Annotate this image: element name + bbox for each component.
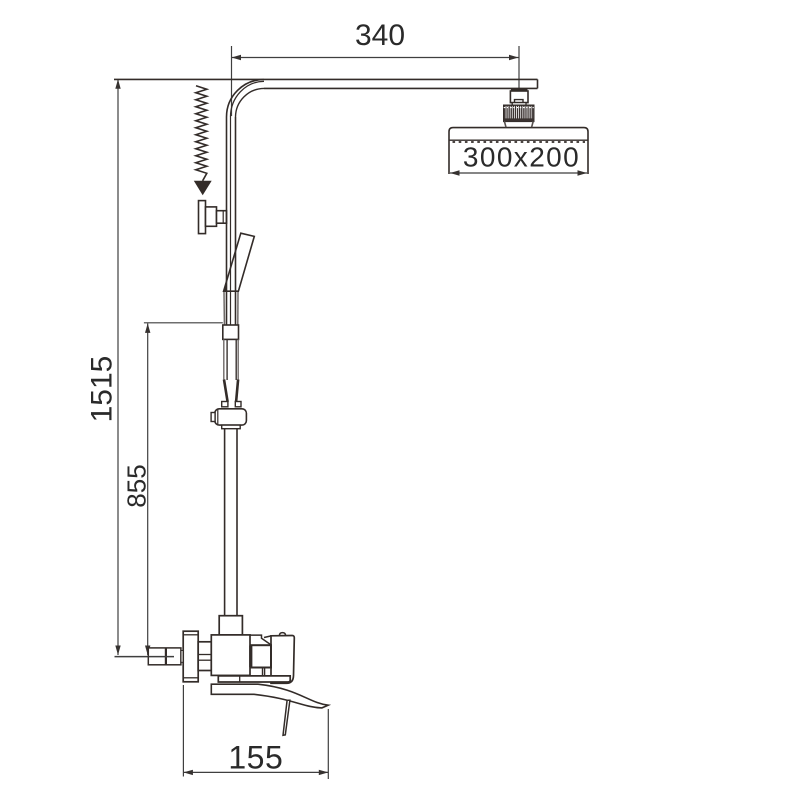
svg-text:340: 340 <box>355 19 405 52</box>
svg-text:300x200: 300x200 <box>463 142 580 173</box>
svg-text:1515: 1515 <box>85 356 118 423</box>
svg-text:855: 855 <box>121 464 151 507</box>
svg-text:155: 155 <box>228 740 283 776</box>
